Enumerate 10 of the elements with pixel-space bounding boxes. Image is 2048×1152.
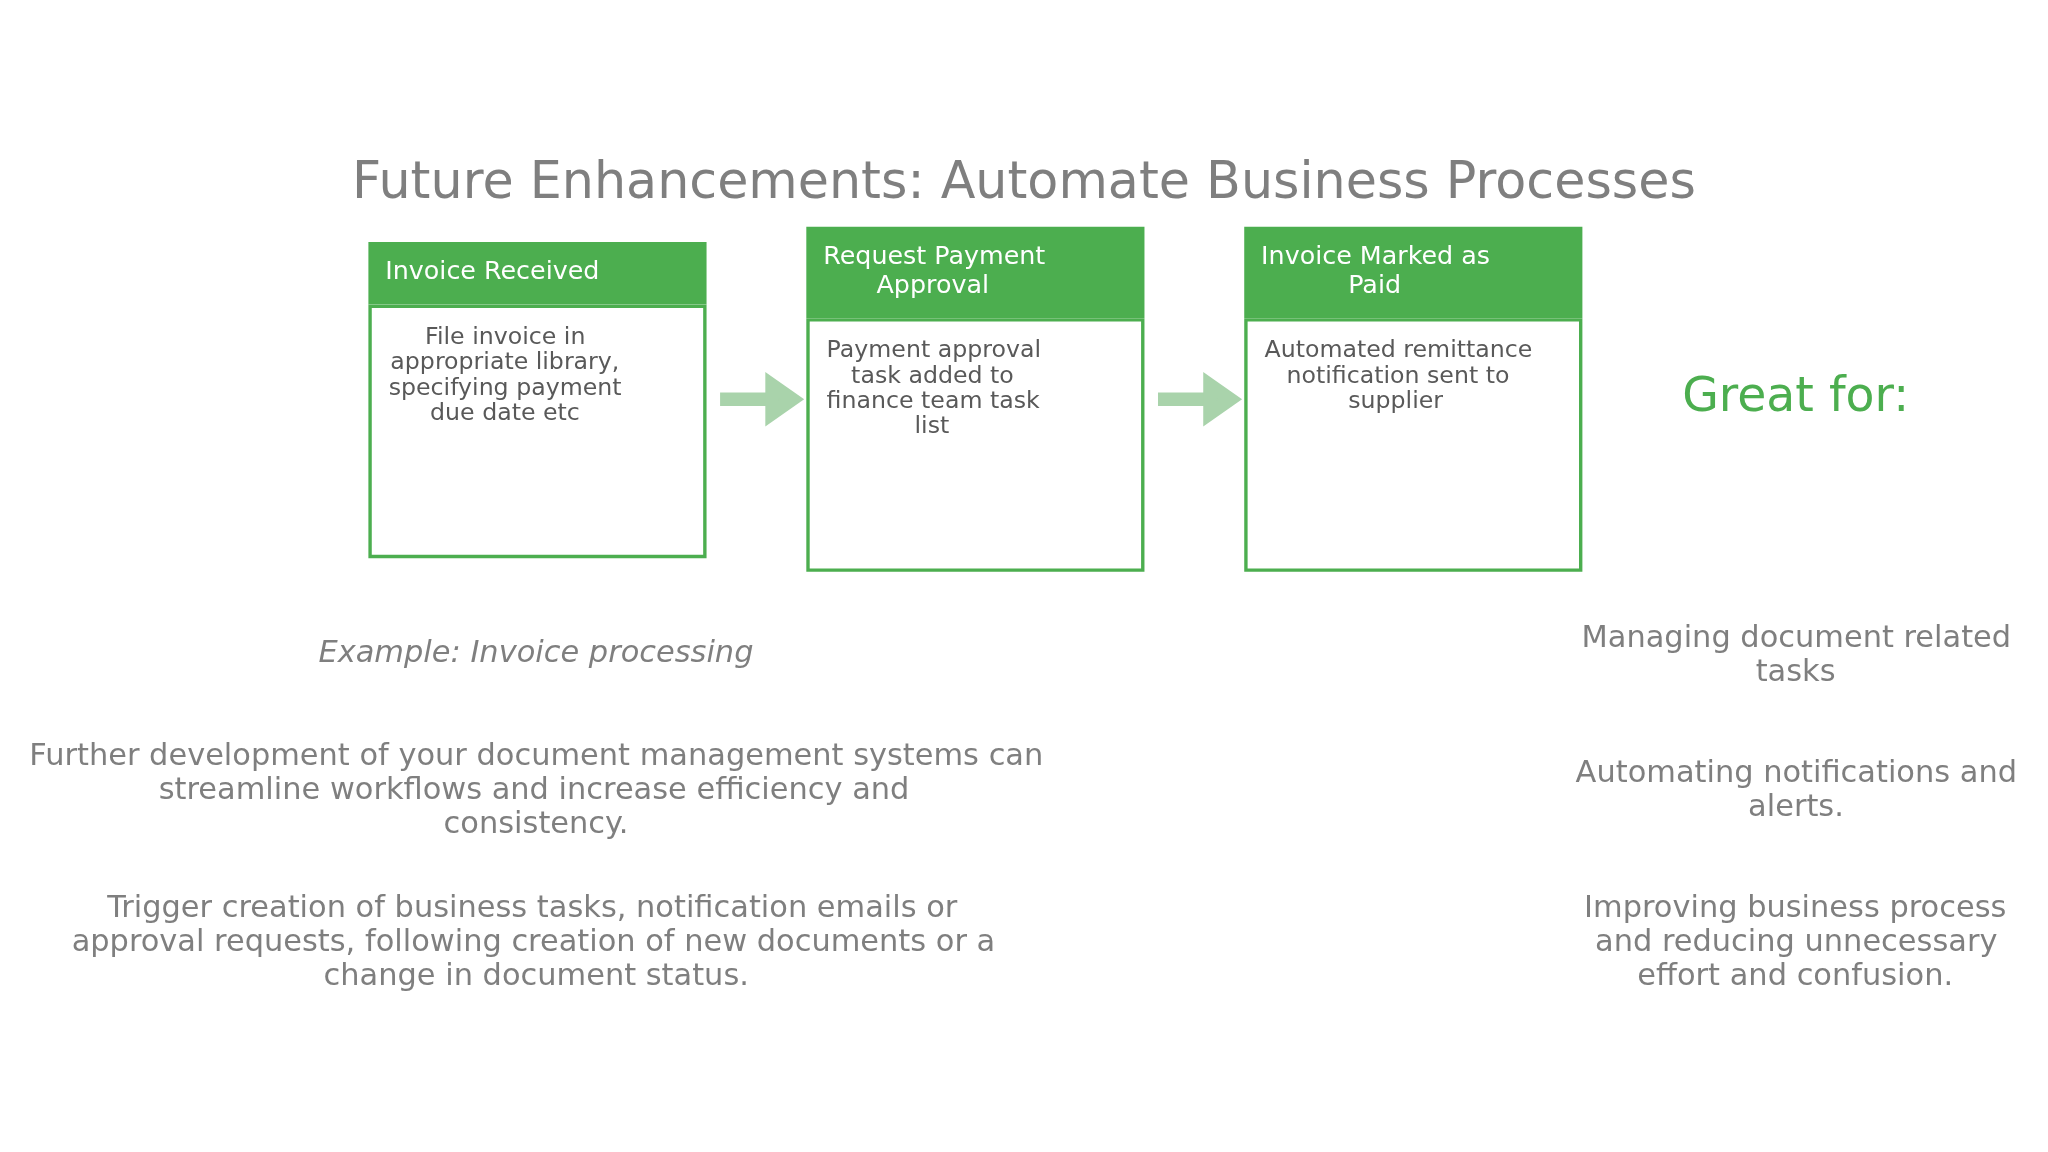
- label: Improving business process and reducing unnecessary effort and confusion.: [1584, 889, 2007, 993]
- label: Example: Invoice processing: [318, 634, 754, 670]
- label: Automating notifications and alerts.: [1575, 754, 2018, 823]
- label: Trigger creation of business tasks, notification emails or approval requests, following creation of new documents or a change in document status.: [71, 889, 996, 993]
- arrow: [1158, 372, 1243, 427]
- label: Managing document related tasks: [1581, 618, 2012, 688]
- arrow: [720, 372, 805, 427]
- diagram-title: Future Enhancements: Automate Business Processes: [352, 151, 1696, 211]
- label: Great for:: [1682, 366, 1910, 422]
- label: Further development of your document management systems can streamline workflows and increase efficiency and consistency.: [29, 737, 1044, 840]
